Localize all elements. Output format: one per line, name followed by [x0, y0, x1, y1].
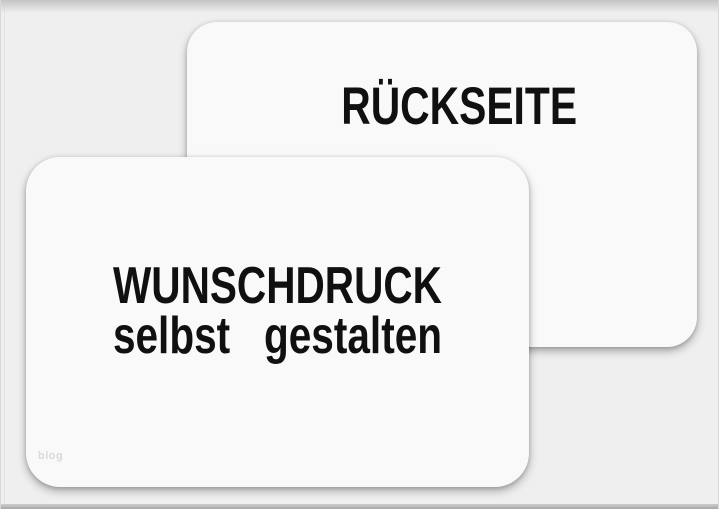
back-card-title-wrap: RÜCKSEITE	[204, 80, 714, 133]
front-card-line1: WUNSCHDRUCK	[113, 257, 442, 315]
front-card-text: WUNSCHDRUCK selbst gestalten	[26, 257, 529, 365]
back-card-title: RÜCKSEITE	[341, 77, 577, 136]
bottom-border-bar	[1, 504, 718, 509]
watermark-text: blog	[38, 450, 64, 462]
front-card-line2: selbst gestalten	[112, 307, 443, 365]
top-shadow-strip	[1, 0, 718, 13]
card-front: WUNSCHDRUCK selbst gestalten blog	[26, 157, 529, 487]
